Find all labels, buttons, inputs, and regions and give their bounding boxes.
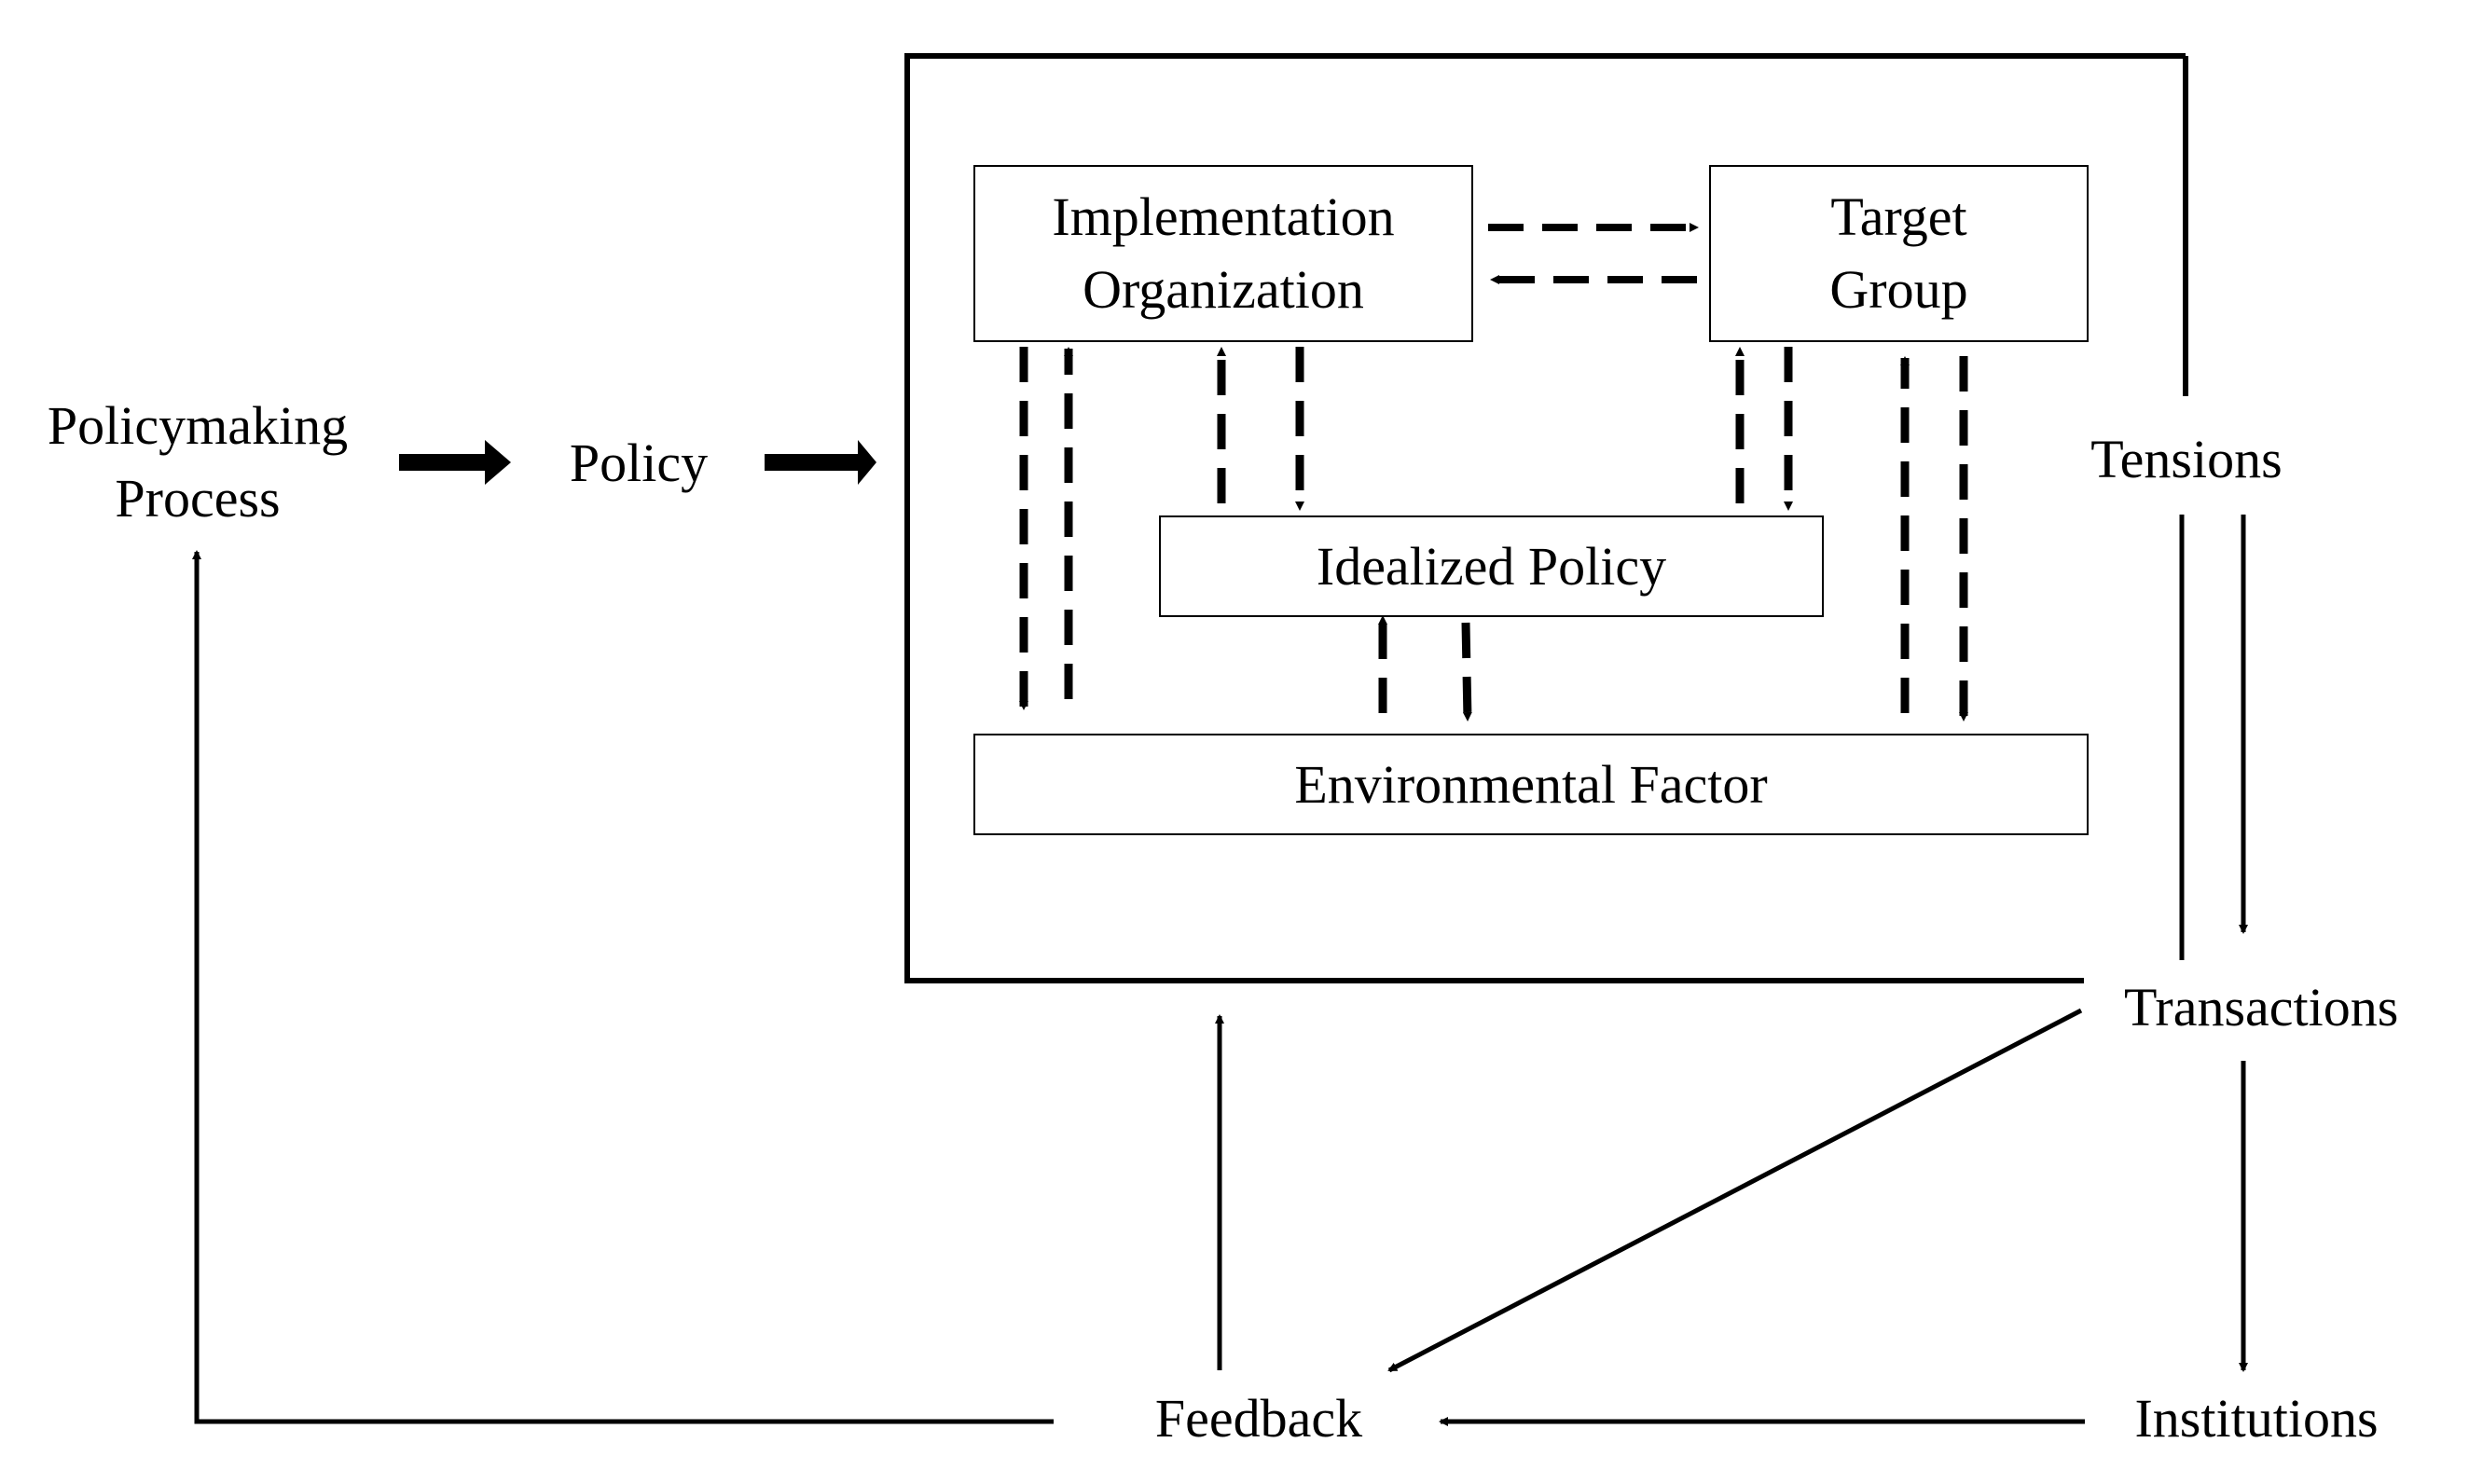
- dashed-arrow-idealized-to-env: [1461, 622, 1472, 721]
- implementation-frame: [904, 53, 2186, 983]
- implementation-organization-box: Implementation Organization: [973, 165, 1473, 342]
- arrow-transactions-to-feedback: [1387, 1008, 2083, 1373]
- target-group-label-line1: Target: [1830, 186, 1967, 247]
- policy-label: Policy: [569, 433, 709, 493]
- target-group-box: Target Group: [1709, 165, 2089, 342]
- policymaking-process-label-line1: Policymaking: [47, 395, 349, 456]
- tensions-label: Tensions: [2090, 429, 2283, 489]
- policymaking-process-node: Policymaking Process: [0, 390, 395, 539]
- environmental-factor-label: Environmental Factor: [1294, 753, 1768, 815]
- thick-arrow-policy-to-frame: [765, 440, 876, 485]
- implementation-organization-label-line1: Implementation: [1052, 186, 1395, 247]
- thick-arrow-process-to-policy: [399, 440, 511, 485]
- environmental-factor-box: Environmental Factor: [973, 734, 2089, 835]
- feedback-label: Feedback: [1154, 1388, 1363, 1449]
- idealized-policy-box: Idealized Policy: [1159, 515, 1824, 617]
- institutions-label: Institutions: [2134, 1388, 2379, 1449]
- implementation-organization-label-line2: Organization: [1083, 259, 1364, 320]
- idealized-policy-label: Idealized Policy: [1316, 535, 1667, 597]
- arrow-feedback-to-policymaking: [192, 550, 1054, 1424]
- policymaking-process-label-line2: Process: [115, 468, 281, 529]
- target-group-label-line2: Group: [1829, 259, 1968, 320]
- transactions-label: Transactions: [2124, 977, 2399, 1037]
